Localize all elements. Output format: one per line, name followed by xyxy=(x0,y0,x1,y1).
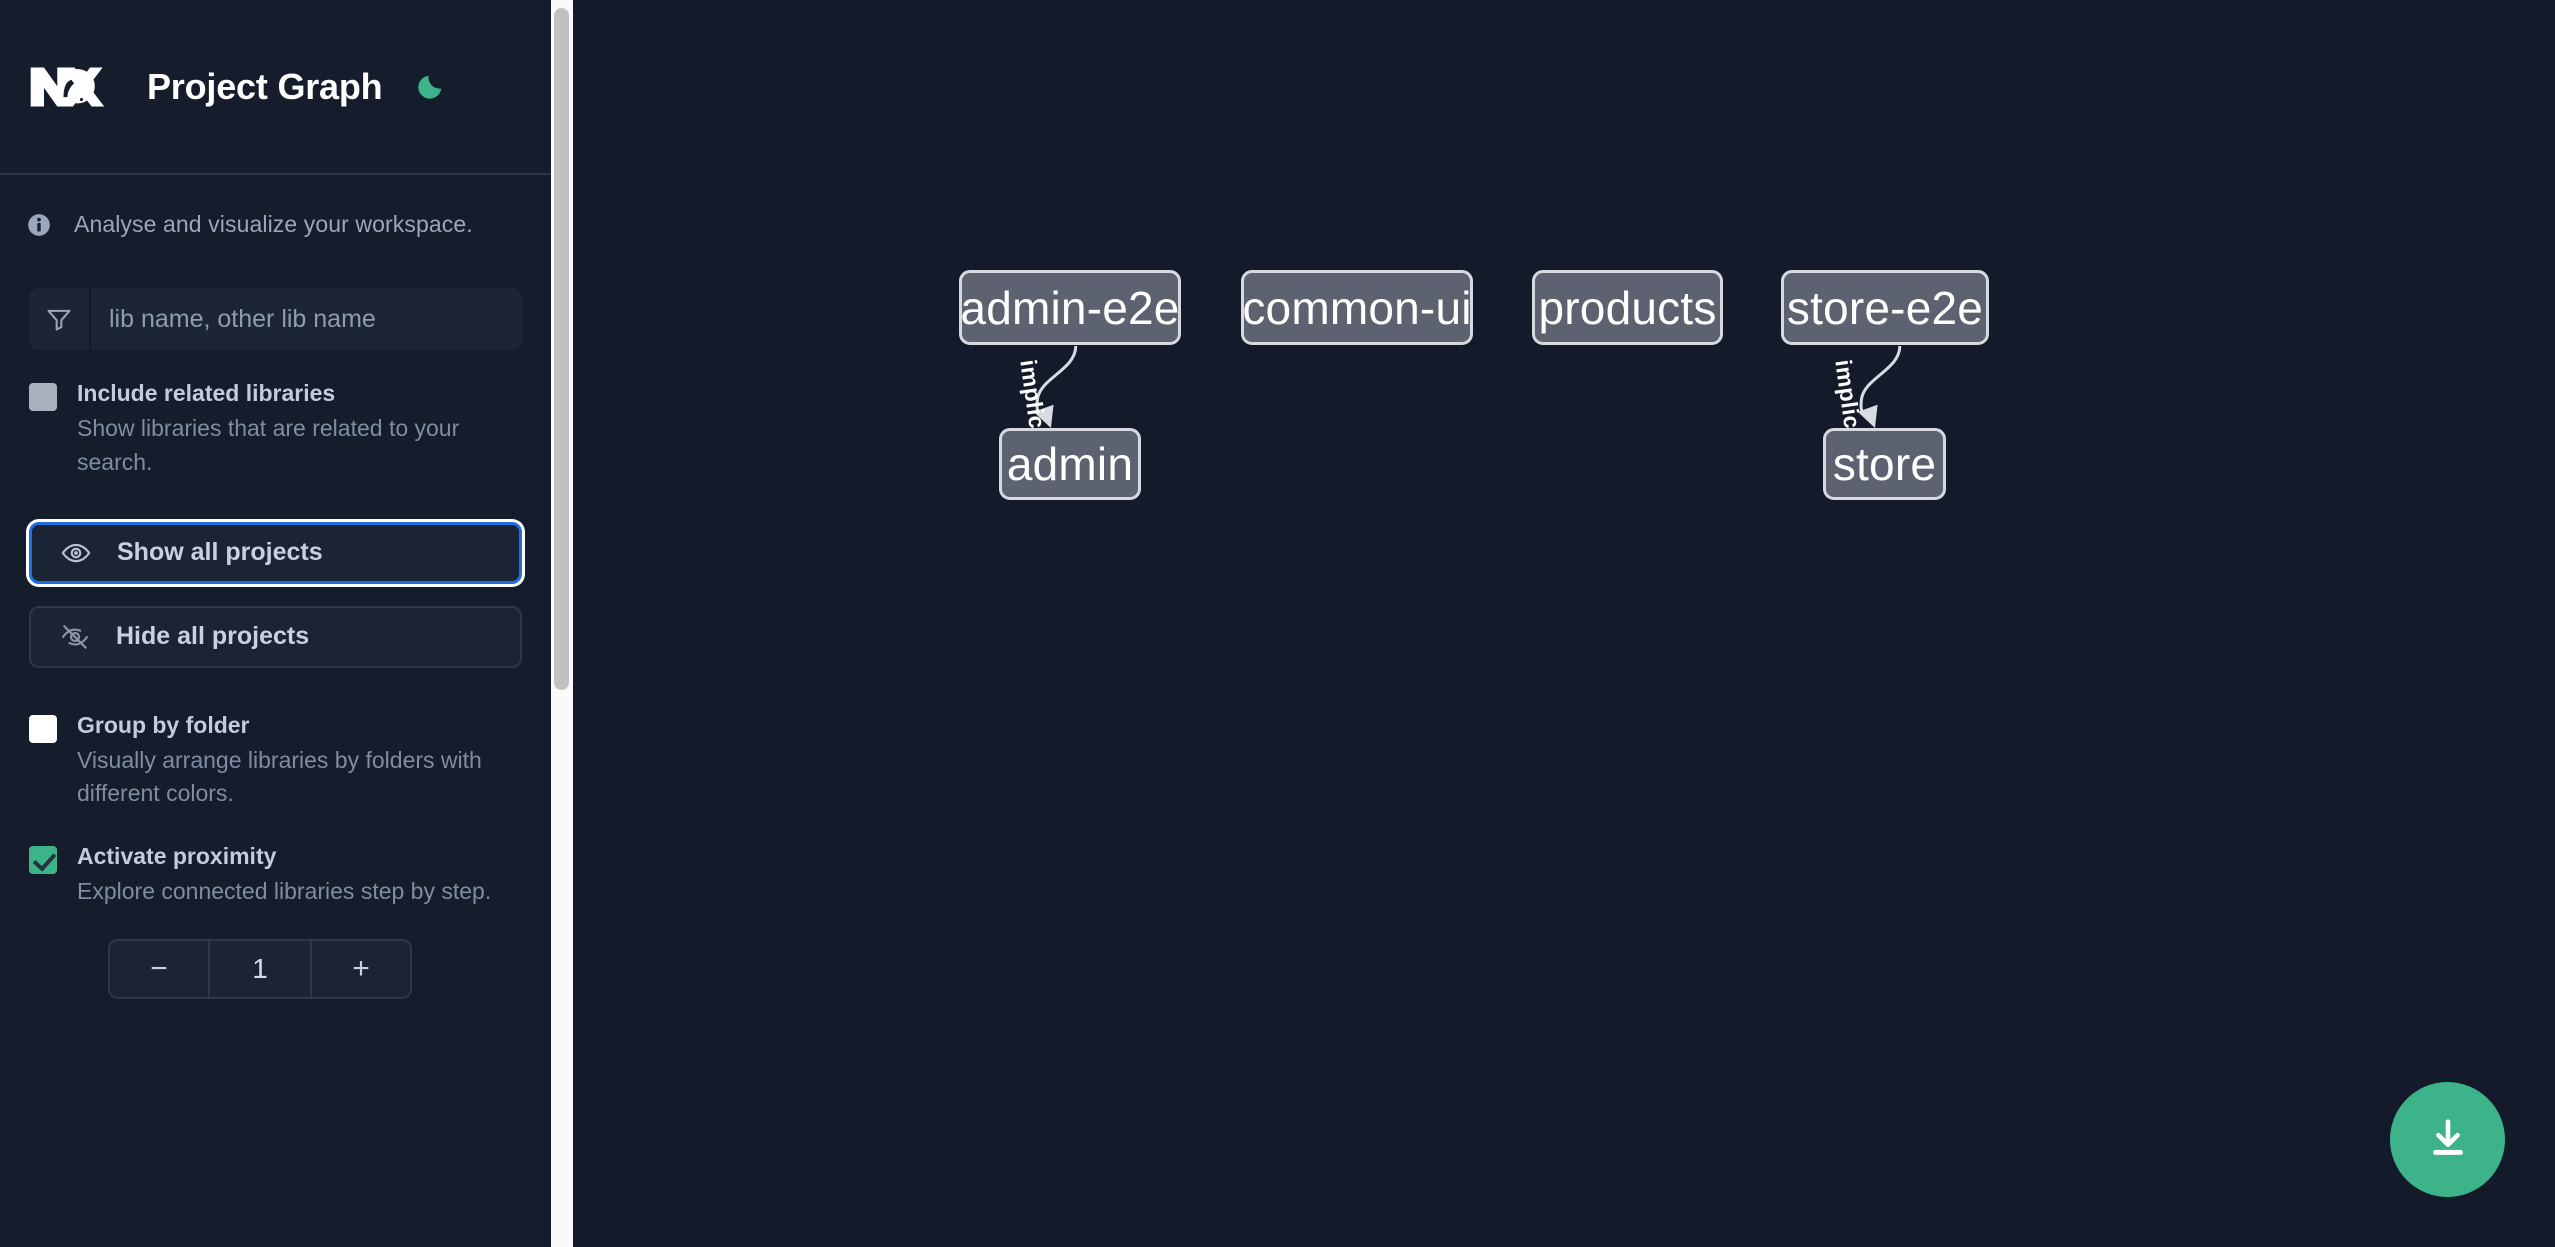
graph-edges xyxy=(1033,345,1902,428)
hide-all-projects-wrap: Hide all projects xyxy=(0,584,551,668)
activate-proximity-label: Activate proximity xyxy=(77,843,277,870)
graph-node-store-e2e[interactable]: store-e2e xyxy=(1781,270,1989,345)
edge-store-e2e-to-store xyxy=(1857,345,1902,428)
include-related-libraries-checkbox[interactable] xyxy=(29,383,57,411)
option-group-by-folder[interactable]: Group by folder Visually arrange librari… xyxy=(0,668,551,812)
proximity-stepper-wrap: − 1 + xyxy=(0,909,551,1000)
activate-proximity-description: Explore connected libraries step by step… xyxy=(77,878,492,905)
group-by-folder-description: Visually arrange libraries by folders wi… xyxy=(77,746,482,807)
group-by-folder-checkbox[interactable] xyxy=(29,714,57,743)
info-icon xyxy=(26,212,52,238)
download-button[interactable] xyxy=(2390,1082,2505,1197)
page-title: Project Graph xyxy=(147,65,383,107)
graph-node-common-ui[interactable]: common-ui xyxy=(1241,270,1473,345)
include-related-libraries-label: Include related libraries xyxy=(77,380,336,406)
search-input[interactable] xyxy=(91,288,522,350)
hide-all-projects-label: Hide all projects xyxy=(116,622,310,651)
show-all-projects-label: Show all projects xyxy=(117,538,323,567)
option-activate-proximity[interactable]: Activate proximity Explore connected lib… xyxy=(0,811,551,909)
sidebar-scrollbar[interactable] xyxy=(551,0,573,1247)
proximity-decrement-button[interactable]: − xyxy=(110,941,210,998)
proximity-increment-button[interactable]: + xyxy=(310,941,410,998)
graph-canvas[interactable]: implicit implicit admin-e2e common-ui pr… xyxy=(551,0,2555,1247)
show-all-projects-button[interactable]: Show all projects xyxy=(29,521,522,584)
graph-node-store[interactable]: store xyxy=(1823,428,1946,500)
moon-icon[interactable] xyxy=(410,67,450,107)
include-related-libraries-description: Show libraries that are related to your … xyxy=(77,415,460,475)
filter-row xyxy=(0,238,551,350)
proximity-stepper: − 1 + xyxy=(108,939,412,1000)
sidebar: Project Graph Analyse and visualize your… xyxy=(0,0,551,1247)
group-by-folder-label: Group by folder xyxy=(77,711,250,738)
workspace-blurb: Analyse and visualize your workspace. xyxy=(0,175,551,238)
option-include-related-libraries[interactable]: Include related libraries Show libraries… xyxy=(0,350,551,480)
eye-off-icon xyxy=(58,620,92,654)
graph-node-admin-e2e[interactable]: admin-e2e xyxy=(959,270,1181,345)
filter-funnel-icon xyxy=(29,288,91,350)
workspace-blurb-text: Analyse and visualize your workspace. xyxy=(74,211,473,237)
show-all-projects-wrap: Show all projects xyxy=(0,480,551,584)
proximity-value: 1 xyxy=(210,941,310,998)
eye-icon xyxy=(59,536,93,570)
sidebar-header: Project Graph xyxy=(0,0,551,175)
filter-box[interactable] xyxy=(29,288,522,350)
activate-proximity-checkbox[interactable] xyxy=(29,846,57,875)
download-icon xyxy=(2425,1115,2471,1164)
nx-logo-icon xyxy=(26,61,112,113)
sidebar-scrollbar-thumb[interactable] xyxy=(554,8,569,690)
hide-all-projects-button[interactable]: Hide all projects xyxy=(29,605,522,668)
graph-node-products[interactable]: products xyxy=(1532,270,1723,345)
graph-node-admin[interactable]: admin xyxy=(999,428,1141,500)
